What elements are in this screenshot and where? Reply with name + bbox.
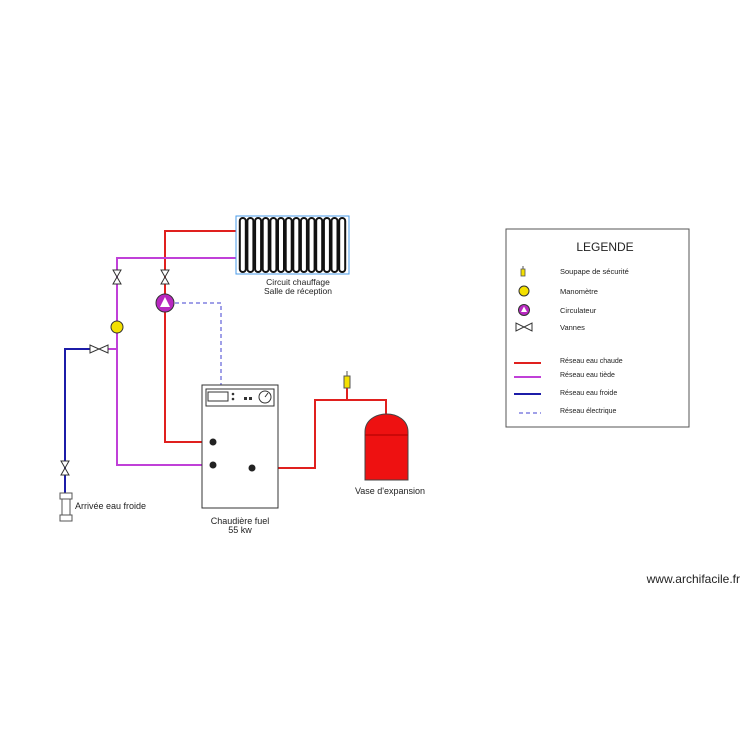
circulator-icon [155,293,175,313]
radiator-fin [299,217,308,273]
radiator-label-line2: Salle de réception [264,286,332,296]
valve-icon[interactable] [160,269,170,285]
radiator-fin [330,217,339,273]
legend-electric-label: Réseau électrique [560,408,617,415]
cold-water-inlet-icon [59,492,73,522]
expansion-vessel-label: Vase d'expansion [355,486,425,496]
legend-hot-label: Réseau eau chaude [560,358,623,365]
valve-icon [515,322,533,332]
boiler-label-line2: 55 kw [228,525,252,535]
legend-cold-label: Réseau eau froide [560,390,617,397]
radiator [235,215,350,275]
boiler-outlet-hot [209,438,217,446]
boiler-button [231,392,235,396]
radiator-fin [315,217,324,273]
legend: LEGENDE Soupape de sécurité Manomètre Ci… [505,228,690,428]
expansion-vessel [364,413,409,481]
legend-manometer-label: Manomètre [560,287,598,296]
watermark: www.archifacile.fr [646,572,740,586]
boiler-label-line1: Chaudière fuel [211,516,270,526]
manometer-icon [110,320,124,334]
radiator-fin [338,217,347,273]
radiator-fin [238,217,247,273]
legend-safety-valve-label: Soupape de sécurité [560,267,629,276]
cold-inlet-label: Arrivée eau froide [75,501,146,511]
radiator-fin [322,217,331,273]
boiler-display [207,391,229,402]
radiator-fin [284,217,293,273]
boiler-button [249,397,252,400]
radiator-fins [238,217,347,273]
legend-warm-label: Réseau eau tiède [560,372,615,379]
radiator-fin [261,217,270,273]
safety-valve-icon [520,266,526,277]
radiator-fin [269,217,278,273]
electric-line [175,302,222,386]
boiler-button [244,397,247,400]
radiator-fin [307,217,316,273]
circulator-icon [518,304,530,316]
boiler [201,384,279,509]
boiler-inlet-return [209,461,217,469]
safety-valve-icon [343,371,351,389]
warm-pipe-return [116,257,238,466]
cold-pipe-inlet [64,348,90,494]
valve-icon[interactable] [60,460,70,476]
legend-circulator-label: Circulateur [560,306,597,315]
radiator-fin [292,217,301,273]
boiler-outlet-expansion [248,464,256,472]
legend-valves-label: Vannes [560,323,585,332]
radiator-label-line1: Circuit chauffage [266,277,330,287]
radiator-fin [246,217,255,273]
manometer-icon [518,285,530,297]
valve-icon[interactable] [112,269,122,285]
hot-pipe-expansion [253,399,387,469]
valve-icon[interactable] [89,344,109,354]
radiator-fin [254,217,263,273]
radiator-fin [277,217,285,273]
hot-pipe-radiator [164,230,238,443]
boiler-button [231,397,235,401]
legend-title: LEGENDE [576,240,633,254]
